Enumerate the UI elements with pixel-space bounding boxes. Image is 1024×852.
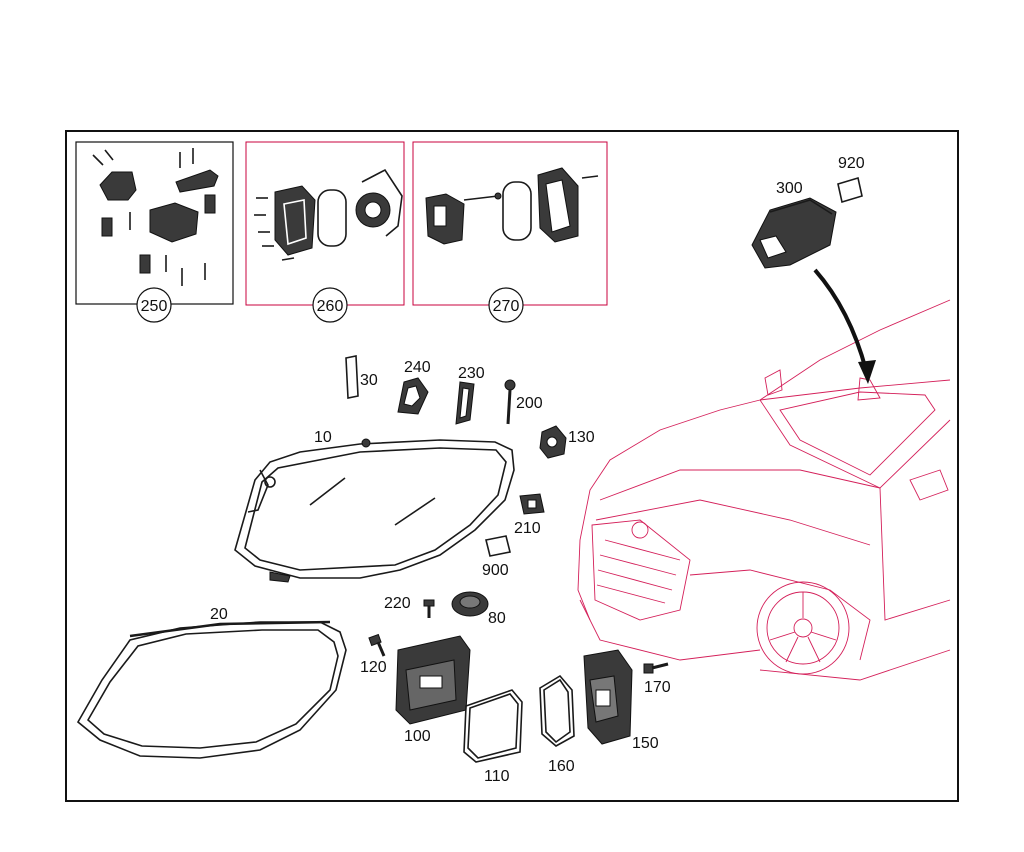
- part-100-label: 100: [404, 728, 431, 745]
- part-200-label: 200: [516, 395, 543, 412]
- kit-260-callout-circle: [312, 287, 348, 323]
- diagram-frame: [65, 130, 959, 802]
- part-30-sticker[interactable]: 30: [345, 355, 378, 399]
- part-110-label: 110: [484, 768, 510, 785]
- part-160-label: 160: [548, 758, 575, 775]
- part-30-label: 30: [360, 372, 378, 389]
- part-220-label: 220: [384, 595, 411, 612]
- kit-250-callout-circle: [136, 287, 172, 323]
- part-240-gasket[interactable]: 240: [397, 359, 431, 415]
- kit-260[interactable]: 260: [245, 141, 405, 323]
- part-210-clip[interactable]: 210: [514, 493, 545, 537]
- sensor-location-arrow: [813, 268, 876, 384]
- part-900-label: 900: [482, 562, 509, 579]
- part-130-label: 130: [568, 429, 595, 446]
- part-230-label: 230: [458, 365, 485, 382]
- part-150-label: 150: [632, 735, 659, 752]
- part-230-seal[interactable]: 230: [455, 365, 485, 425]
- part-160-seal[interactable]: 160: [539, 674, 575, 775]
- part-240-label: 240: [404, 359, 431, 376]
- kit-270-label: 270: [493, 298, 520, 315]
- part-170-label: 170: [644, 679, 671, 696]
- part-20-label: 20: [210, 606, 228, 623]
- part-10-headlamp[interactable]: 10: [234, 429, 515, 583]
- part-920-label-sticker[interactable]: 920: [837, 155, 865, 204]
- part-20-cover-lens[interactable]: 20: [76, 606, 347, 759]
- part-300-sensor[interactable]: 300: [751, 180, 837, 269]
- kit-270[interactable]: 270: [412, 141, 608, 323]
- kit-250-label: 250: [141, 298, 168, 315]
- part-110-seal[interactable]: 110: [463, 689, 523, 785]
- kit-260-parts: [254, 168, 403, 261]
- part-130-connector[interactable]: 130: [539, 425, 595, 459]
- part-170-screw[interactable]: 170: [643, 662, 671, 696]
- kit-250-parts: [92, 148, 219, 286]
- kit-270-callout-circle: [488, 287, 524, 323]
- part-80-label: 80: [488, 610, 506, 627]
- part-300-label: 300: [776, 180, 803, 197]
- part-80-cap[interactable]: 80: [451, 591, 506, 627]
- part-120-screw[interactable]: 120: [360, 633, 387, 676]
- part-920-label: 920: [838, 155, 865, 172]
- part-100-control-unit[interactable]: 100: [395, 635, 471, 745]
- part-220-screw[interactable]: 220: [384, 595, 435, 618]
- part-900-label-sticker[interactable]: 900: [482, 535, 511, 579]
- kit-270-parts: [425, 167, 599, 245]
- kit-260-label: 260: [317, 298, 344, 315]
- part-200-bolt[interactable]: 200: [504, 379, 543, 425]
- part-10-label: 10: [314, 429, 332, 446]
- part-210-label: 210: [514, 520, 541, 537]
- vehicle-outline: [577, 299, 951, 681]
- part-150-control-unit[interactable]: 150: [583, 649, 659, 752]
- part-120-label: 120: [360, 659, 387, 676]
- kit-250[interactable]: 250: [75, 141, 234, 323]
